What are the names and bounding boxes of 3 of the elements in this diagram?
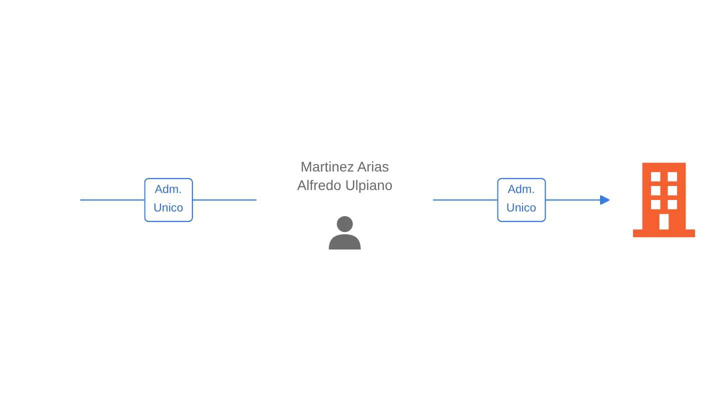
edge-label: Adm. Unico: [506, 184, 536, 216]
edge-label: Adm. Unico: [153, 184, 184, 216]
node-label: Martinez Arias Alfredo Ulpiano: [297, 158, 393, 194]
